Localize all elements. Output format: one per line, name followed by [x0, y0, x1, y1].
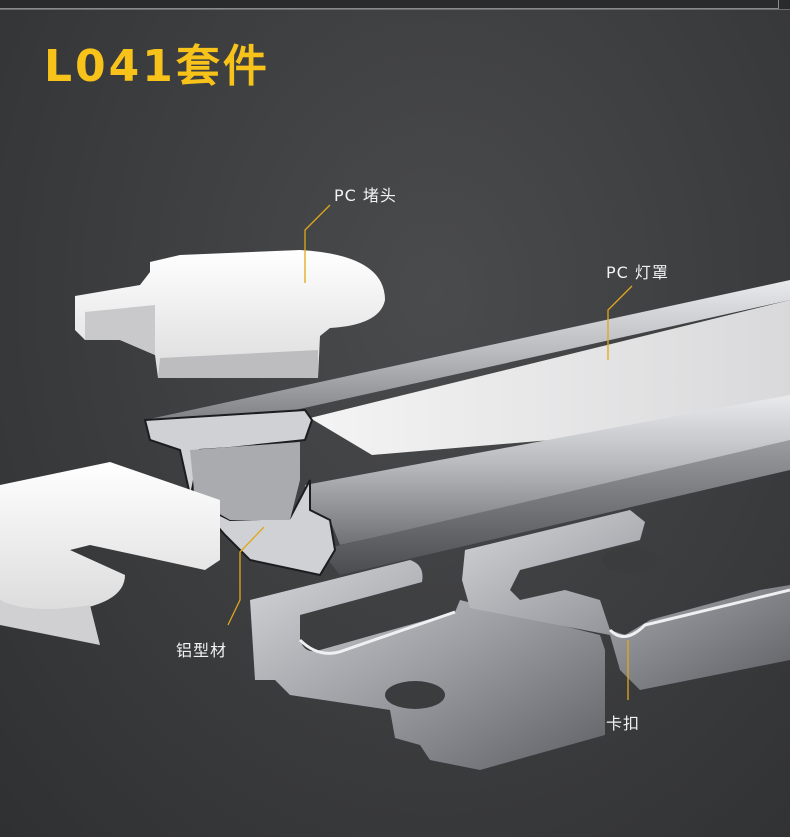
end-cap-bottom [0, 462, 220, 645]
mounting-clip-right [462, 510, 790, 690]
profile-leader [227, 526, 265, 626]
label-clip: 卡扣 [606, 714, 641, 733]
label-diffuser: PC 灯罩 [606, 263, 669, 282]
end-cap-leader [304, 204, 331, 283]
label-profile: 铝型材 [176, 641, 228, 660]
top-frame-edge [0, 0, 790, 10]
label-end-cap: PC 堵头 [334, 186, 397, 205]
end-cap-top [75, 250, 385, 378]
mounting-clip-left [250, 560, 605, 770]
diffuser-leader [607, 285, 633, 360]
page-title: L041套件 [44, 41, 270, 92]
callout-lines [227, 204, 633, 700]
aluminium-profile [143, 280, 790, 577]
